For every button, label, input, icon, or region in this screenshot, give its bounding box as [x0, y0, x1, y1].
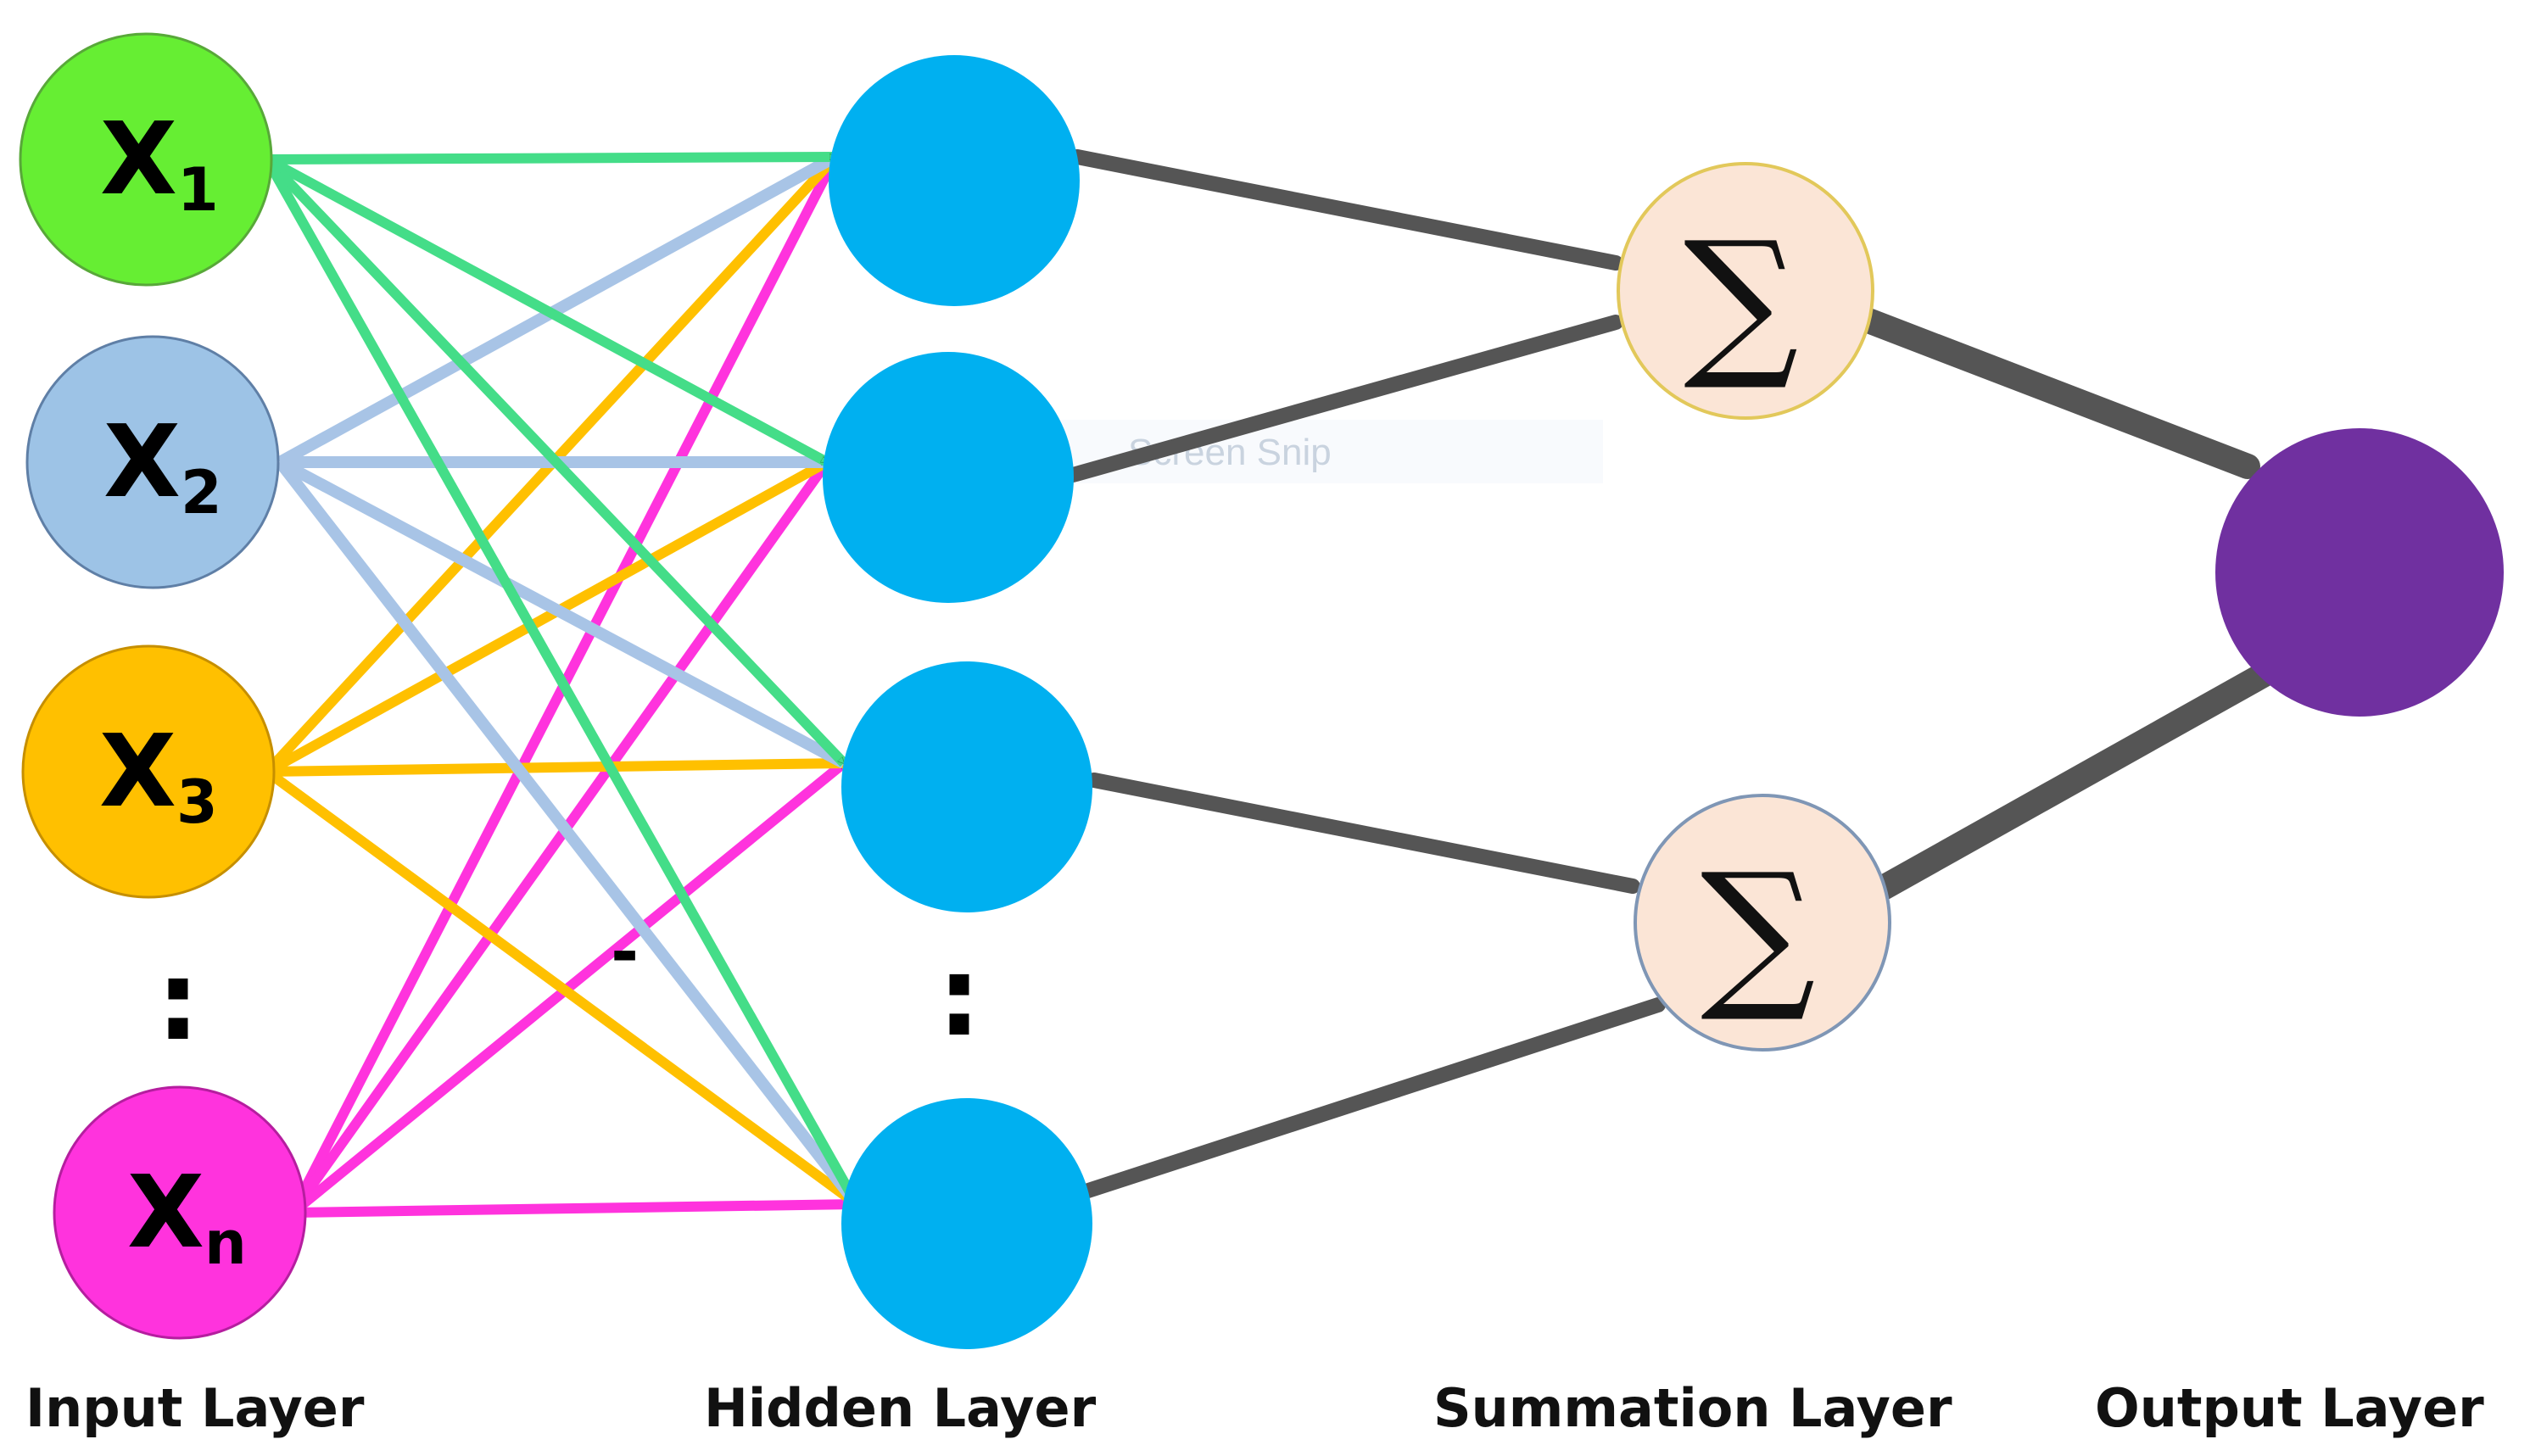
input-layer: X1 X2 X3 Xn : [19, 32, 307, 1340]
edge-x3-h2 [265, 457, 829, 777]
summation-node-1: ∑ [1617, 162, 1874, 420]
input-node-x1-main: X [100, 100, 177, 217]
edge-s2-out [1866, 661, 2277, 903]
edge-x2-h1 [276, 151, 839, 468]
edge-h1-s1 [1070, 149, 1623, 271]
input-node-x1-label: X1 [100, 100, 219, 225]
summation-node-1-symbol: ∑ [1684, 207, 1799, 394]
summation-node-1-circle [1617, 162, 1874, 420]
output-layer-label: Output Layer [2095, 1377, 2484, 1439]
input-node-x3-label: X3 [99, 712, 218, 837]
input-node-x2: X2 [25, 335, 280, 589]
input-layer-label: Input Layer [25, 1377, 365, 1439]
edge-x2-h3 [276, 456, 847, 769]
hidden-node-4 [841, 1098, 1092, 1349]
hidden-summation-connections [1065, 149, 1666, 1199]
edge-x1-h2 [265, 154, 829, 467]
hidden-ellipsis: : [937, 932, 981, 1061]
summation-node-2-symbol: ∑ [1701, 839, 1816, 1026]
input-node-xn-label: Xn [127, 1153, 247, 1278]
edge-x1-h1 [266, 152, 835, 165]
edge-h4-s2 [1078, 997, 1666, 1199]
hidden-layer: : [823, 55, 1092, 1349]
output-node [2215, 428, 2504, 717]
input-node-x3: X3 [21, 644, 276, 899]
summation-layer-label: Summation Layer [1433, 1377, 1952, 1439]
input-ellipsis: : [156, 936, 200, 1065]
edge-x3-h4 [264, 767, 860, 1208]
summation-output-connections [1849, 305, 2277, 903]
input-node-x2-main: X [103, 403, 181, 520]
summation-node-2: ∑ [1634, 794, 1891, 1052]
edge-x1-h4 [262, 157, 862, 1207]
hidden-node-1 [829, 55, 1080, 306]
edge-xn-h4 [292, 1199, 857, 1218]
input-node-xn-main: X [127, 1153, 204, 1270]
edge-x2-h4 [275, 458, 862, 1208]
hidden-node-2 [823, 352, 1074, 603]
summation-layer: ∑ ∑ [1617, 162, 1891, 1052]
input-node-xn-circle [53, 1085, 307, 1340]
input-node-x1-sub: 1 [177, 155, 219, 225]
summation-node-2-circle [1634, 794, 1891, 1052]
input-node-x3-sub: 3 [176, 767, 218, 837]
output-layer [2215, 428, 2504, 717]
edge-xn-h2 [288, 459, 831, 1216]
edge-h3-s2 [1086, 773, 1640, 894]
input-node-x1: X1 [19, 32, 273, 287]
edge-s1-out [1849, 305, 2260, 479]
hidden-node-3 [841, 661, 1092, 912]
input-node-x3-main: X [99, 712, 176, 829]
hidden-layer-label: Hidden Layer [704, 1377, 1097, 1439]
input-node-x2-circle [25, 335, 280, 589]
input-node-xn-sub: n [204, 1208, 247, 1278]
input-hidden-connections [262, 151, 862, 1218]
input-node-x3-circle [21, 644, 276, 899]
input-node-x1-circle [19, 32, 273, 287]
input-node-xn: Xn [53, 1085, 307, 1340]
edge-x1-h3 [263, 155, 848, 767]
edge-x3-h3 [266, 758, 844, 777]
input-node-x2-sub: 2 [181, 458, 222, 527]
edge-h2-s1 [1065, 315, 1623, 483]
input-node-x2-label: X2 [103, 403, 222, 527]
stray-mark: - [611, 912, 639, 991]
